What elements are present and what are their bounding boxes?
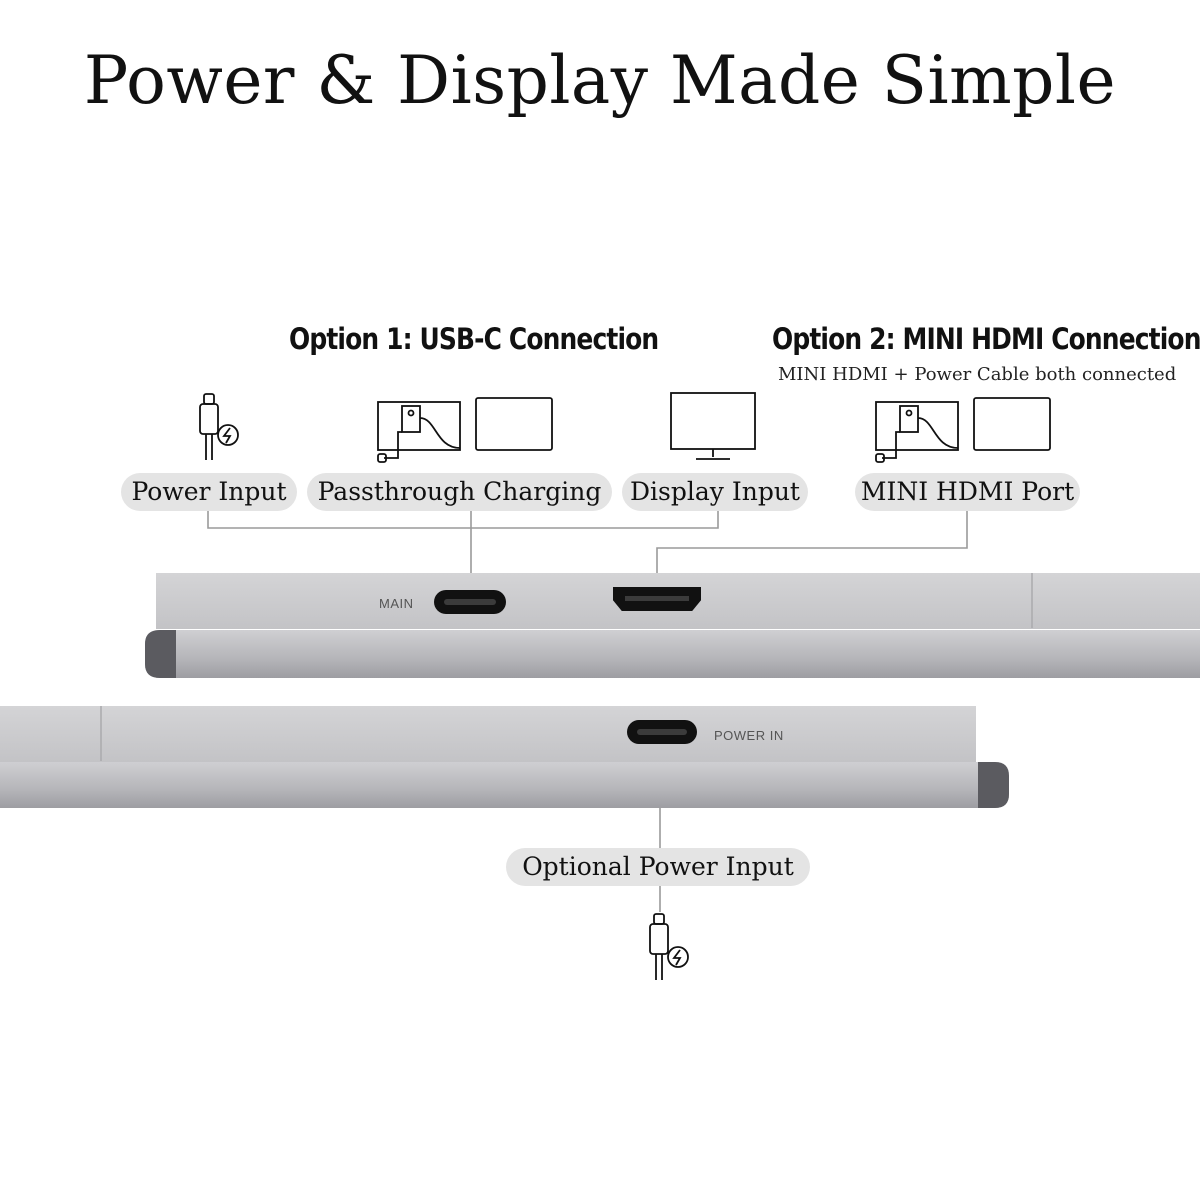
monitor-edge-bottom	[0, 706, 1009, 808]
power-in-port-label: POWER IN	[714, 728, 784, 743]
usb-c-power-cable-icon	[649, 913, 689, 980]
display-input-label: Display Input	[622, 473, 808, 511]
usb-c-main-port[interactable]	[434, 590, 506, 614]
monitor-edge-top	[145, 573, 1200, 678]
mini-hdmi-port[interactable]	[613, 587, 701, 611]
monitor-laptop-hdmi-icon	[875, 397, 1051, 463]
monitor-laptop-charging-icon	[377, 397, 553, 463]
usb-c-power-in-port[interactable]	[627, 720, 697, 744]
mini-hdmi-port-label: MINI HDMI Port	[855, 473, 1080, 511]
passthrough-charging-label: Passthrough Charging	[307, 473, 612, 511]
option-1-heading: Option 1: USB-C Connection	[289, 322, 659, 356]
power-input-label: Power Input	[121, 473, 297, 511]
main-port-label: MAIN	[379, 596, 414, 611]
option-2-heading: Option 2: MINI HDMI Connection	[772, 322, 1200, 356]
monitor-icon	[670, 392, 756, 460]
usb-c-power-cable-icon	[199, 393, 239, 460]
optional-power-input-label: Optional Power Input	[506, 848, 810, 886]
option-2-subtitle: MINI HDMI + Power Cable both connected	[778, 364, 1177, 385]
page-title: Power & Display Made Simple	[83, 42, 1117, 119]
